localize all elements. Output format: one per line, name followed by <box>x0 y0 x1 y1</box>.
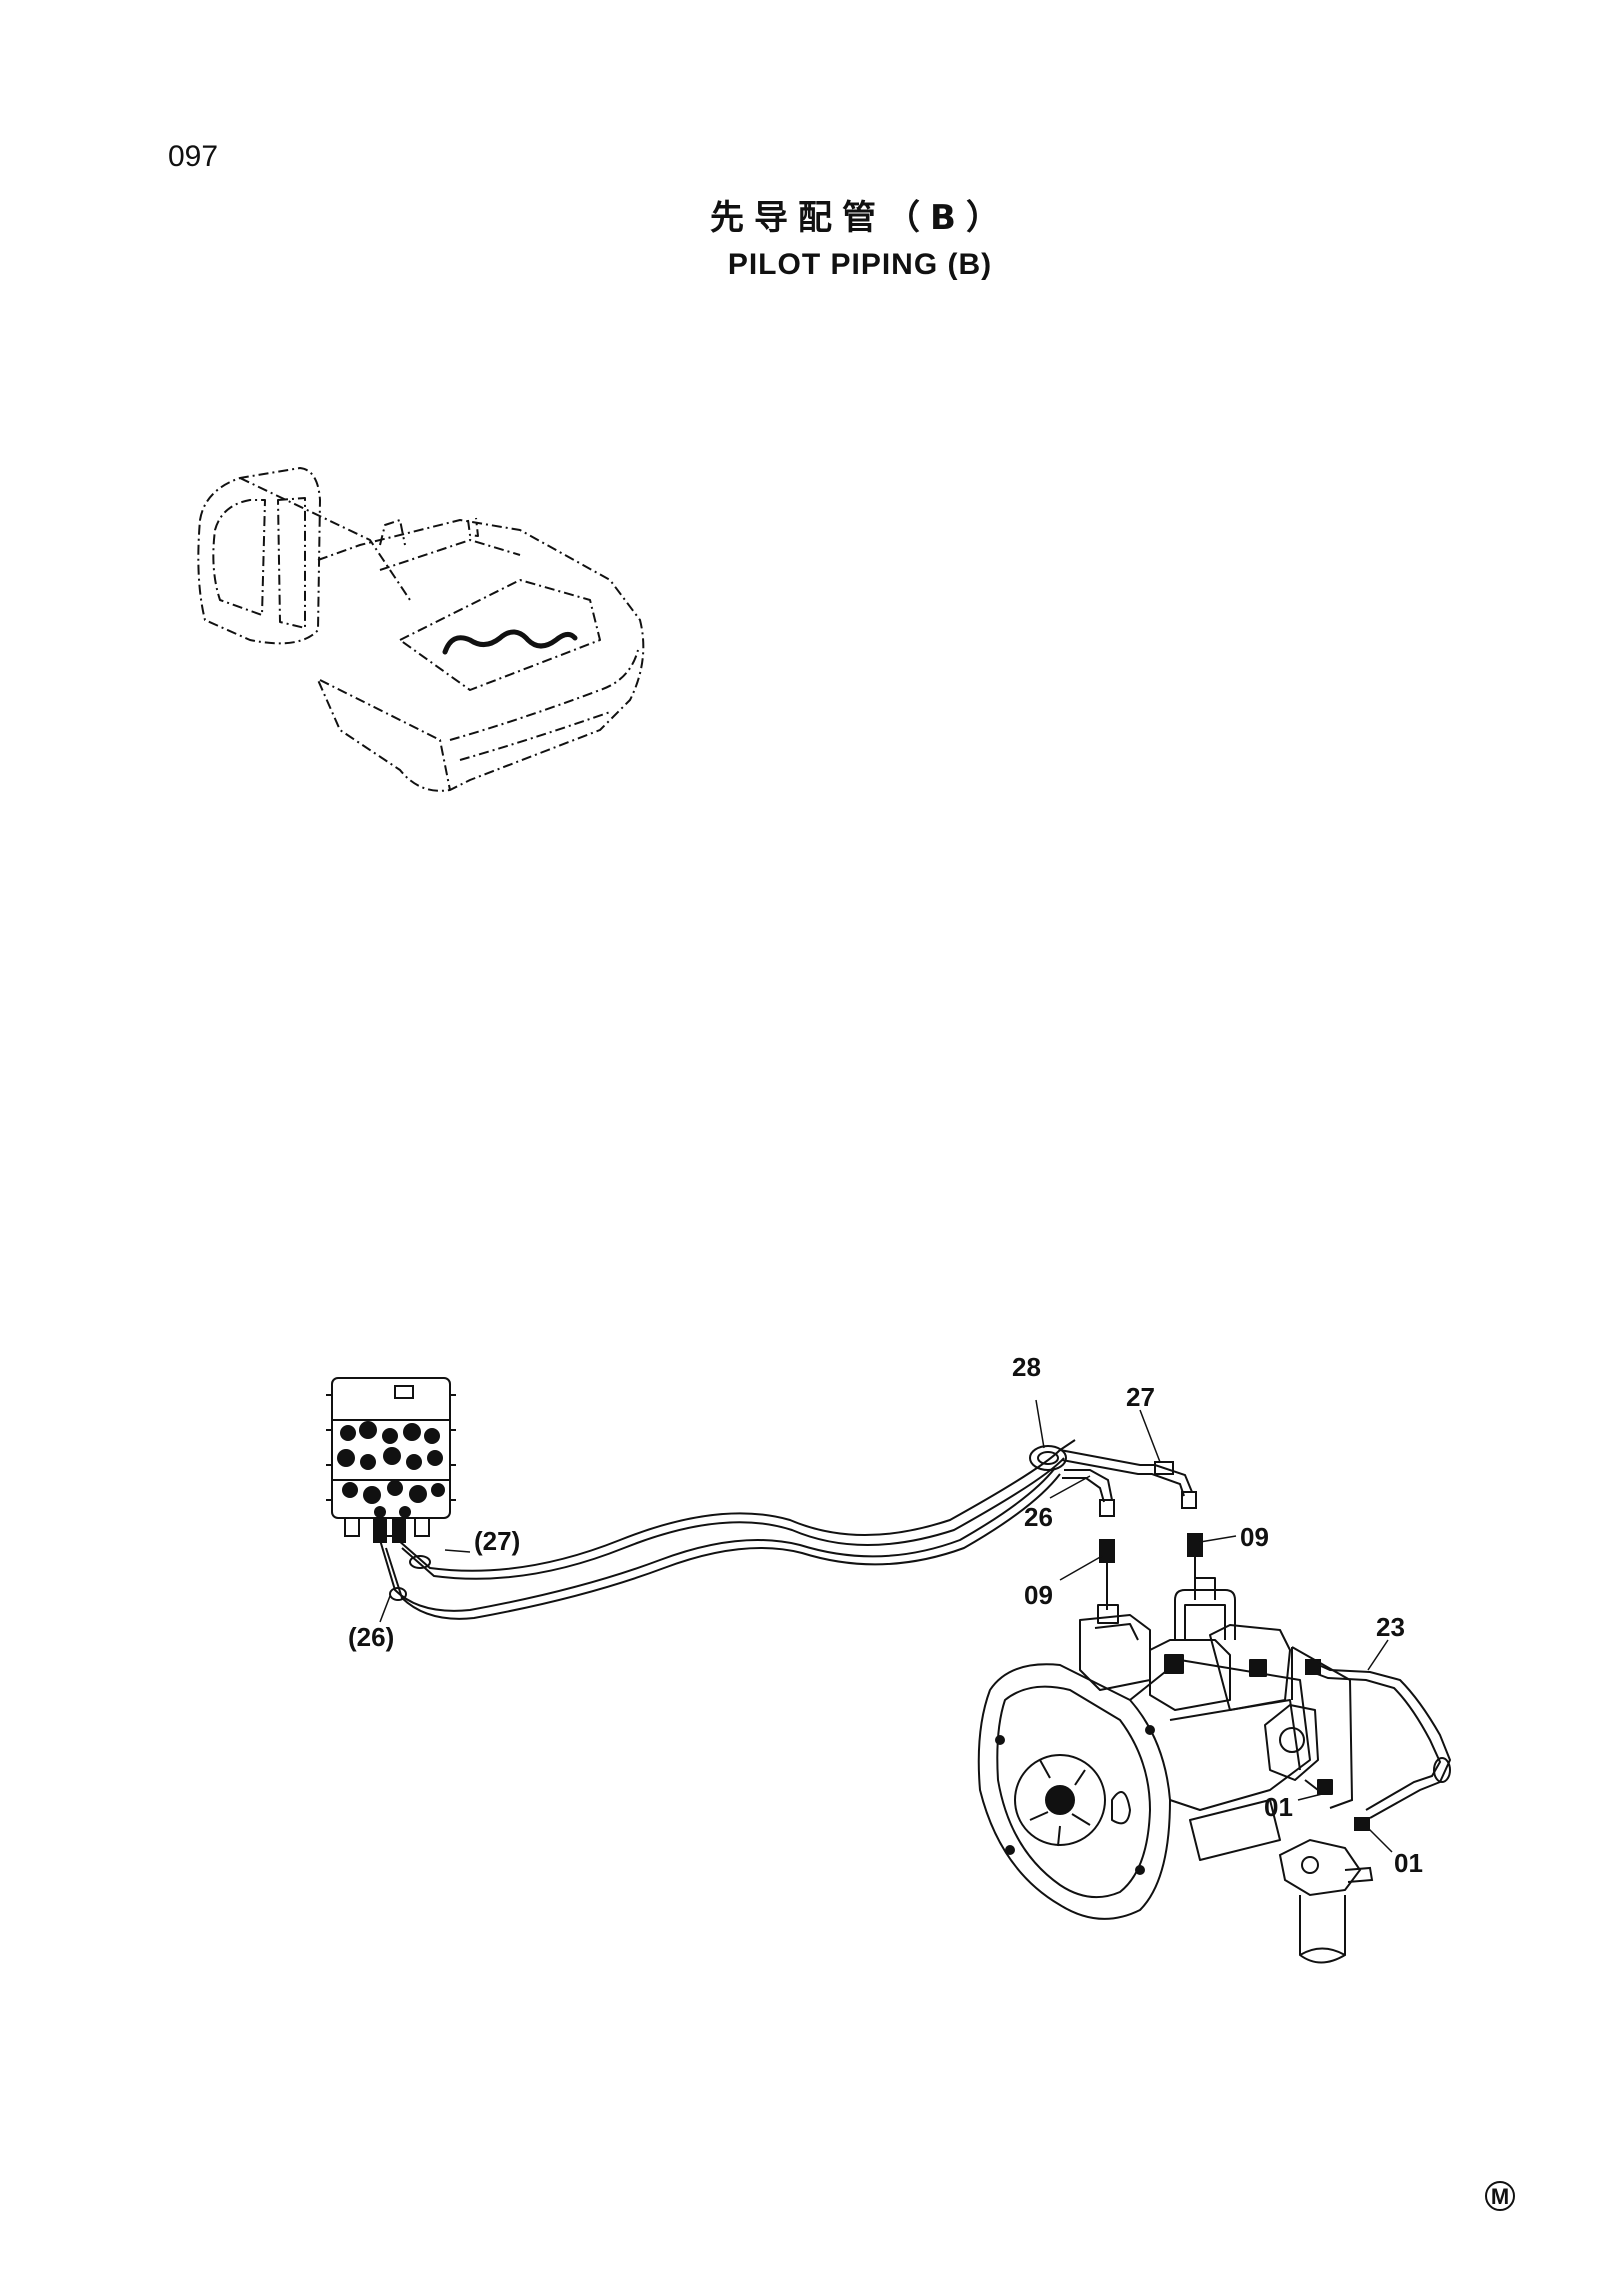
page-title-english: PILOT PIPING (B) <box>727 248 993 281</box>
callout-23: 23 <box>1376 1612 1405 1642</box>
control-valve-ports <box>337 1421 445 1518</box>
control-valve <box>326 1377 456 1537</box>
callout-01-left: 01 <box>1264 1792 1293 1822</box>
pump-flywheel-housing <box>977 1663 1171 1920</box>
footer-mark-letter: M <box>1491 2184 1509 2209</box>
pump-regulator-right <box>1209 1624 1291 1711</box>
callout-09-left: 09 <box>1024 1580 1053 1610</box>
callout-09-right: 09 <box>1240 1522 1269 1552</box>
excavator-cab-window <box>212 499 266 616</box>
leader-lines <box>379 1399 1393 1853</box>
fitting-09-left <box>1099 1539 1115 1610</box>
pump-coupling <box>1014 1754 1106 1846</box>
pilot-gear-pump <box>1264 1704 1319 1781</box>
pump-regulator-center <box>1149 1639 1231 1711</box>
callout-01-right: 01 <box>1394 1848 1423 1878</box>
callout-27: 27 <box>1126 1382 1155 1412</box>
control-valve-body <box>331 1377 451 1519</box>
excavator-overview <box>197 467 645 792</box>
excavator-pilot-hose-highlight <box>442 629 578 655</box>
hose-27-pump-end <box>1059 1449 1197 1517</box>
clamp-28 <box>1029 1445 1067 1471</box>
pump-body <box>1129 1659 1311 1811</box>
pilot-hose-23 <box>1291 1646 1452 1819</box>
pilot-hose-27 <box>397 1439 1076 1572</box>
excavator-cab-side-window <box>277 497 306 629</box>
excavator-cab <box>197 467 321 645</box>
callout-26: 26 <box>1024 1502 1053 1532</box>
pilot-filter <box>1278 1817 1374 1964</box>
pilot-hose-26 <box>379 1467 1056 1612</box>
footer-mark: M <box>1485 2181 1515 2211</box>
callout-28: 28 <box>1012 1352 1041 1382</box>
excavator-body <box>317 519 645 792</box>
excavator-engine-cover <box>399 579 601 691</box>
page-title-chinese: 先导配管（B） <box>710 198 1010 238</box>
callout-26-ref: (26) <box>348 1622 394 1652</box>
pilot-hoses <box>373 1439 1076 1620</box>
control-valve-tag <box>394 1385 414 1399</box>
callout-27-ref: (27) <box>474 1526 520 1556</box>
hydraulic-pump-assembly <box>977 1577 1333 1920</box>
page-number: 097 <box>168 140 219 173</box>
